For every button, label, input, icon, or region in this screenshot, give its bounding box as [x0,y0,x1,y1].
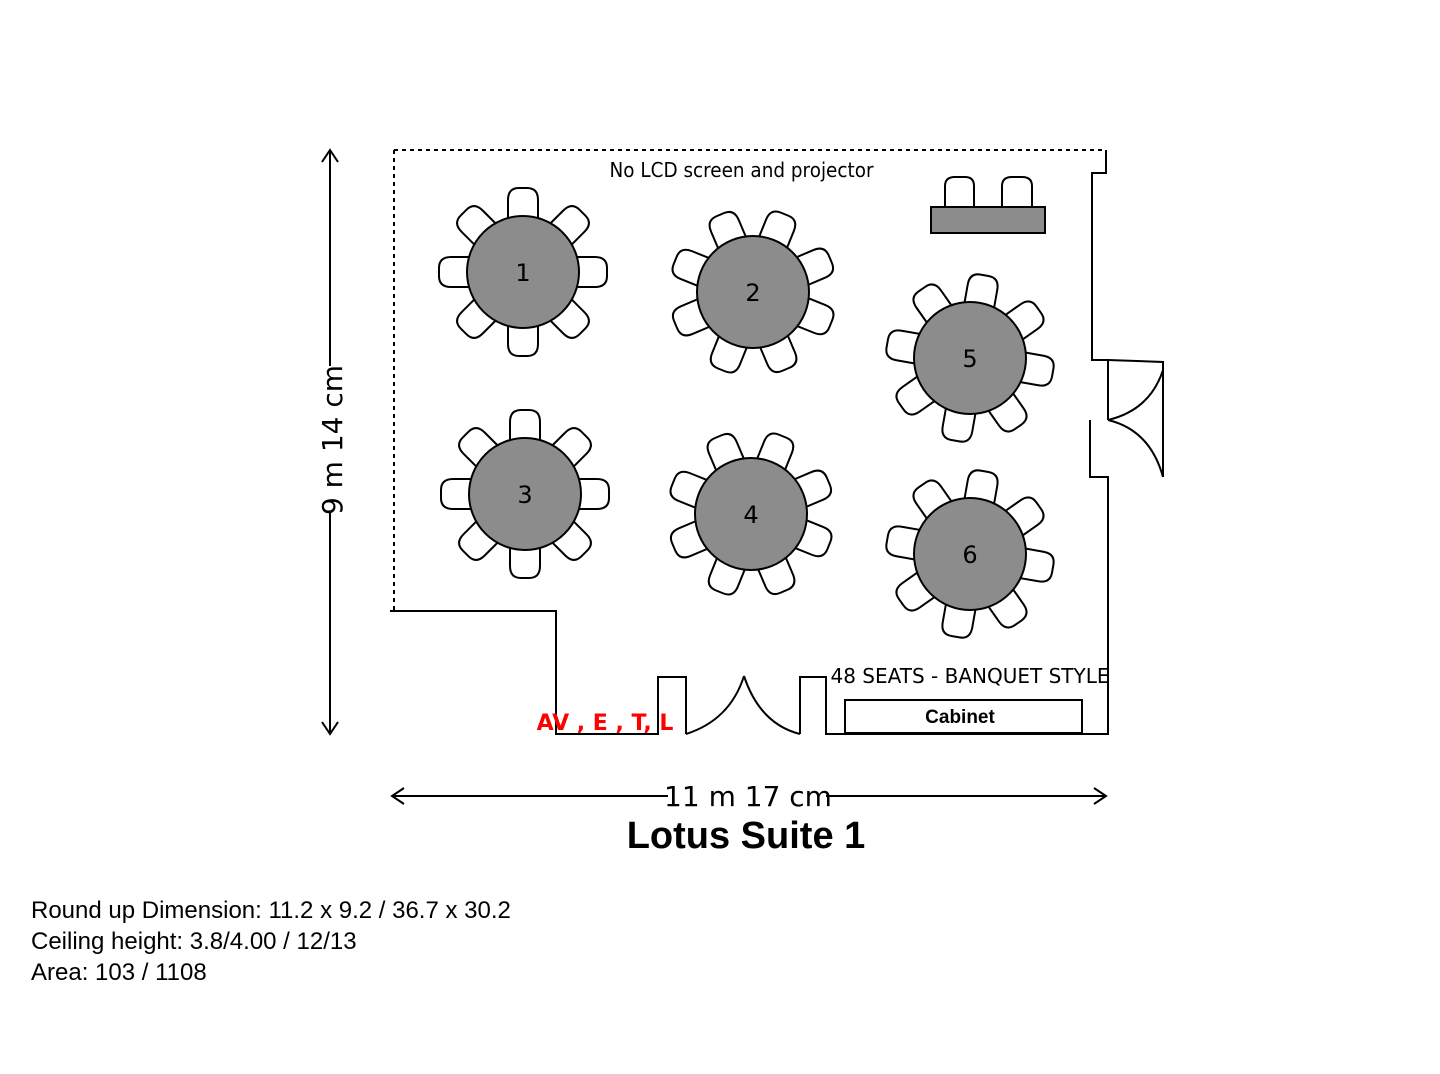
chair [885,525,923,561]
bottom-door [685,675,801,735]
arrow-down-icon [321,721,339,736]
table-number: 1 [515,259,530,287]
width-dimension [390,787,1108,805]
table-top [468,437,582,551]
chair [458,518,501,561]
height-dimension [321,148,339,736]
chair [941,601,977,639]
table-number: 6 [962,541,977,569]
chair [1002,300,1045,342]
area-info: Area: 103 / 1108 [31,959,207,986]
head-table [930,176,1046,234]
room-info: Round up Dimension: 11.2 x 9.2 / 36.7 x … [31,895,511,988]
chair [547,296,590,339]
chair [1017,547,1055,583]
room-note: No LCD screen and projector [610,158,874,182]
table-top [466,215,580,329]
table-number: 5 [962,345,977,373]
round-table: 4 [669,432,833,596]
chair [509,409,541,443]
chair [440,478,474,510]
chair [986,390,1028,433]
chair [507,323,539,357]
table-number: 3 [517,481,532,509]
chair [963,273,999,311]
table-top [694,457,808,571]
round-table: 3 [440,409,610,579]
round-table: 6 [885,469,1055,639]
chair [549,427,592,470]
width-label: 11 m 17 cm [664,780,832,813]
cabinet-label: Cabinet [925,707,995,728]
round-table: 1 [438,187,608,357]
arrow-up-icon [321,148,339,163]
seating-label: 48 SEATS - BANQUET STYLE [831,664,1110,688]
chair [941,405,977,443]
height-label: 9 m 14 cm [316,365,349,515]
table-top [696,235,810,349]
arrow-right-icon [1093,787,1108,805]
chair [456,205,499,248]
round-table: 5 [885,273,1055,443]
chair [912,283,954,326]
chair [507,187,539,221]
table-number: 4 [743,501,758,529]
room-title: Lotus Suite 1 [627,815,866,857]
chair [438,256,472,288]
chair [895,570,938,612]
chair [574,256,608,288]
chair [547,205,590,248]
chair [912,479,954,522]
cabinet: Cabinet [844,699,1083,734]
chair [986,586,1028,629]
chair [895,374,938,416]
tables-layer: 1 2 3 4 5 6 [438,187,1055,639]
chair [1002,496,1045,538]
chair [456,296,499,339]
arrow-left-icon [390,787,405,805]
table-top [913,497,1027,611]
right-door [1107,359,1164,478]
chair [885,329,923,365]
chair [576,478,610,510]
table-number: 2 [745,279,760,307]
chair [549,518,592,561]
chair [509,545,541,579]
chair [963,469,999,507]
table-top [913,301,1027,415]
av-label: AV , E , T, L [537,711,674,736]
ceiling-info: Ceiling height: 3.8/4.00 / 12/13 [31,928,357,955]
dimension-info: Round up Dimension: 11.2 x 9.2 / 36.7 x … [31,897,511,924]
round-table: 2 [671,210,835,374]
chair [458,427,501,470]
chair [1017,351,1055,387]
